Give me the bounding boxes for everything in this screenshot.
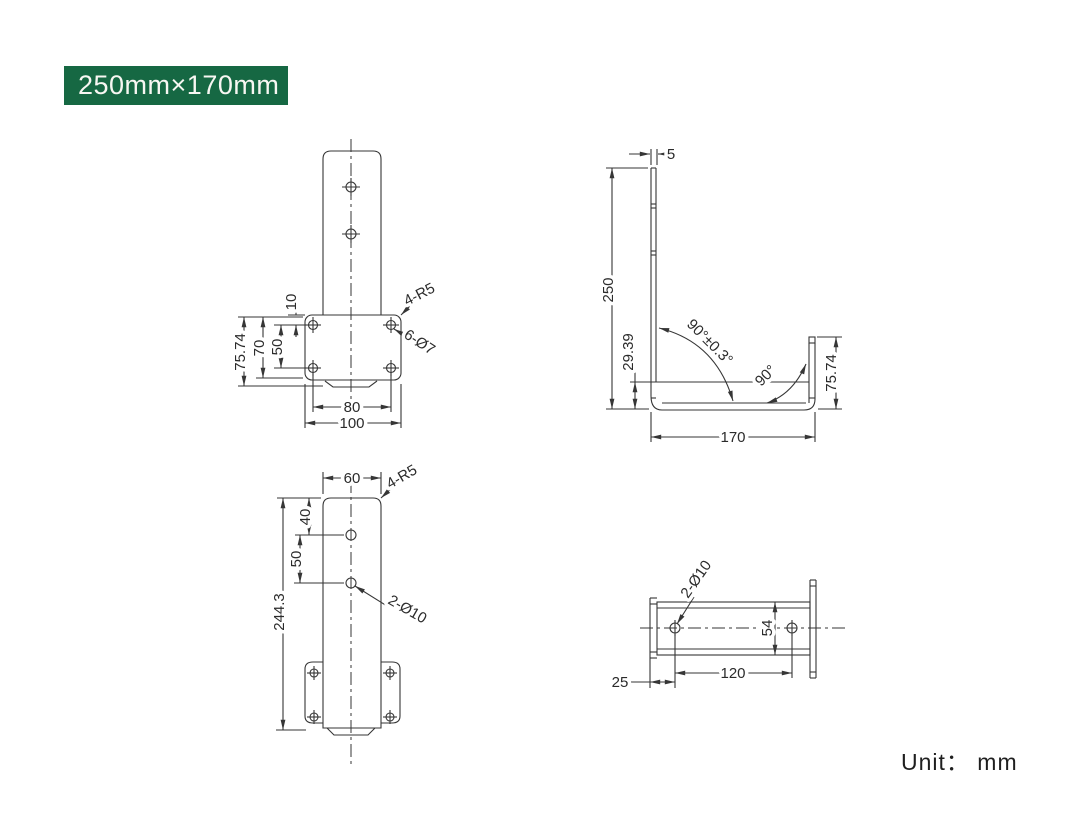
dim-29-39: 29.39 (620, 333, 637, 371)
hole-ticks (651, 203, 815, 399)
size-badge-label: 250mm×170mm (78, 70, 280, 100)
dim-100: 100 (339, 415, 364, 432)
holes (669, 620, 798, 636)
dim-244-3: 244.3 (271, 593, 288, 631)
dimensions (238, 293, 424, 428)
dim-54: 54 (759, 620, 776, 637)
bottom-lip (324, 380, 378, 388)
dim-50: 50 (269, 339, 286, 356)
arm-outline (322, 150, 382, 315)
dim-120: 120 (720, 665, 745, 682)
view-front-upper: 10 50 70 75.74 80 100 4-R5 6-Ø7 (229, 139, 442, 436)
unit-note: Unit： mm (901, 749, 1018, 775)
dim-75-74: 75.74 (232, 333, 249, 371)
plate-holes (305, 317, 399, 376)
view-front-lower: 60 4-R5 40 50 244.3 2-Ø10 (268, 458, 433, 768)
dim-80: 80 (344, 399, 361, 416)
dim-40: 40 (297, 509, 314, 526)
dim-70: 70 (251, 340, 268, 357)
callout-4-r5: 4-R5 (384, 461, 421, 492)
bottom-lip (326, 727, 376, 736)
arm-outline (322, 497, 382, 729)
dim-250: 250 (600, 277, 617, 302)
arm-holes (342, 178, 360, 243)
dimensions (606, 149, 842, 442)
view-side: 5 250 29.39 75.74 170 90°±0.3° 90° (597, 143, 844, 450)
dim-170: 170 (720, 429, 745, 446)
right-flange (809, 579, 817, 679)
dim-75-74: 75.74 (823, 354, 840, 392)
dimensions (276, 472, 395, 731)
dim-5: 5 (667, 146, 675, 163)
profile-outline (650, 168, 816, 411)
callout-6-d7: 6-Ø7 (401, 326, 438, 358)
flange-cap (808, 336, 816, 344)
mounting-plate (304, 314, 402, 381)
view-top: 2-Ø10 54 120 25 (608, 554, 846, 695)
dimensions (631, 596, 793, 688)
dim-60: 60 (344, 470, 361, 487)
arm-holes (345, 529, 357, 589)
callout-2-d10: 2-Ø10 (385, 592, 430, 628)
callout-4-r5: 4-R5 (401, 280, 438, 310)
dim-10: 10 (283, 294, 300, 311)
left-flange (304, 661, 323, 724)
callout-2-d10: 2-Ø10 (677, 557, 715, 601)
size-badge: 250mm×170mm (64, 66, 288, 105)
flange-holes (307, 666, 397, 724)
dim-25: 25 (612, 674, 629, 691)
dim-50: 50 (288, 551, 305, 568)
angle-90: 90° (752, 362, 780, 390)
right-flange (381, 661, 401, 724)
left-cap (649, 597, 657, 659)
angle-tolerance: 90°±0.3° (683, 316, 736, 369)
